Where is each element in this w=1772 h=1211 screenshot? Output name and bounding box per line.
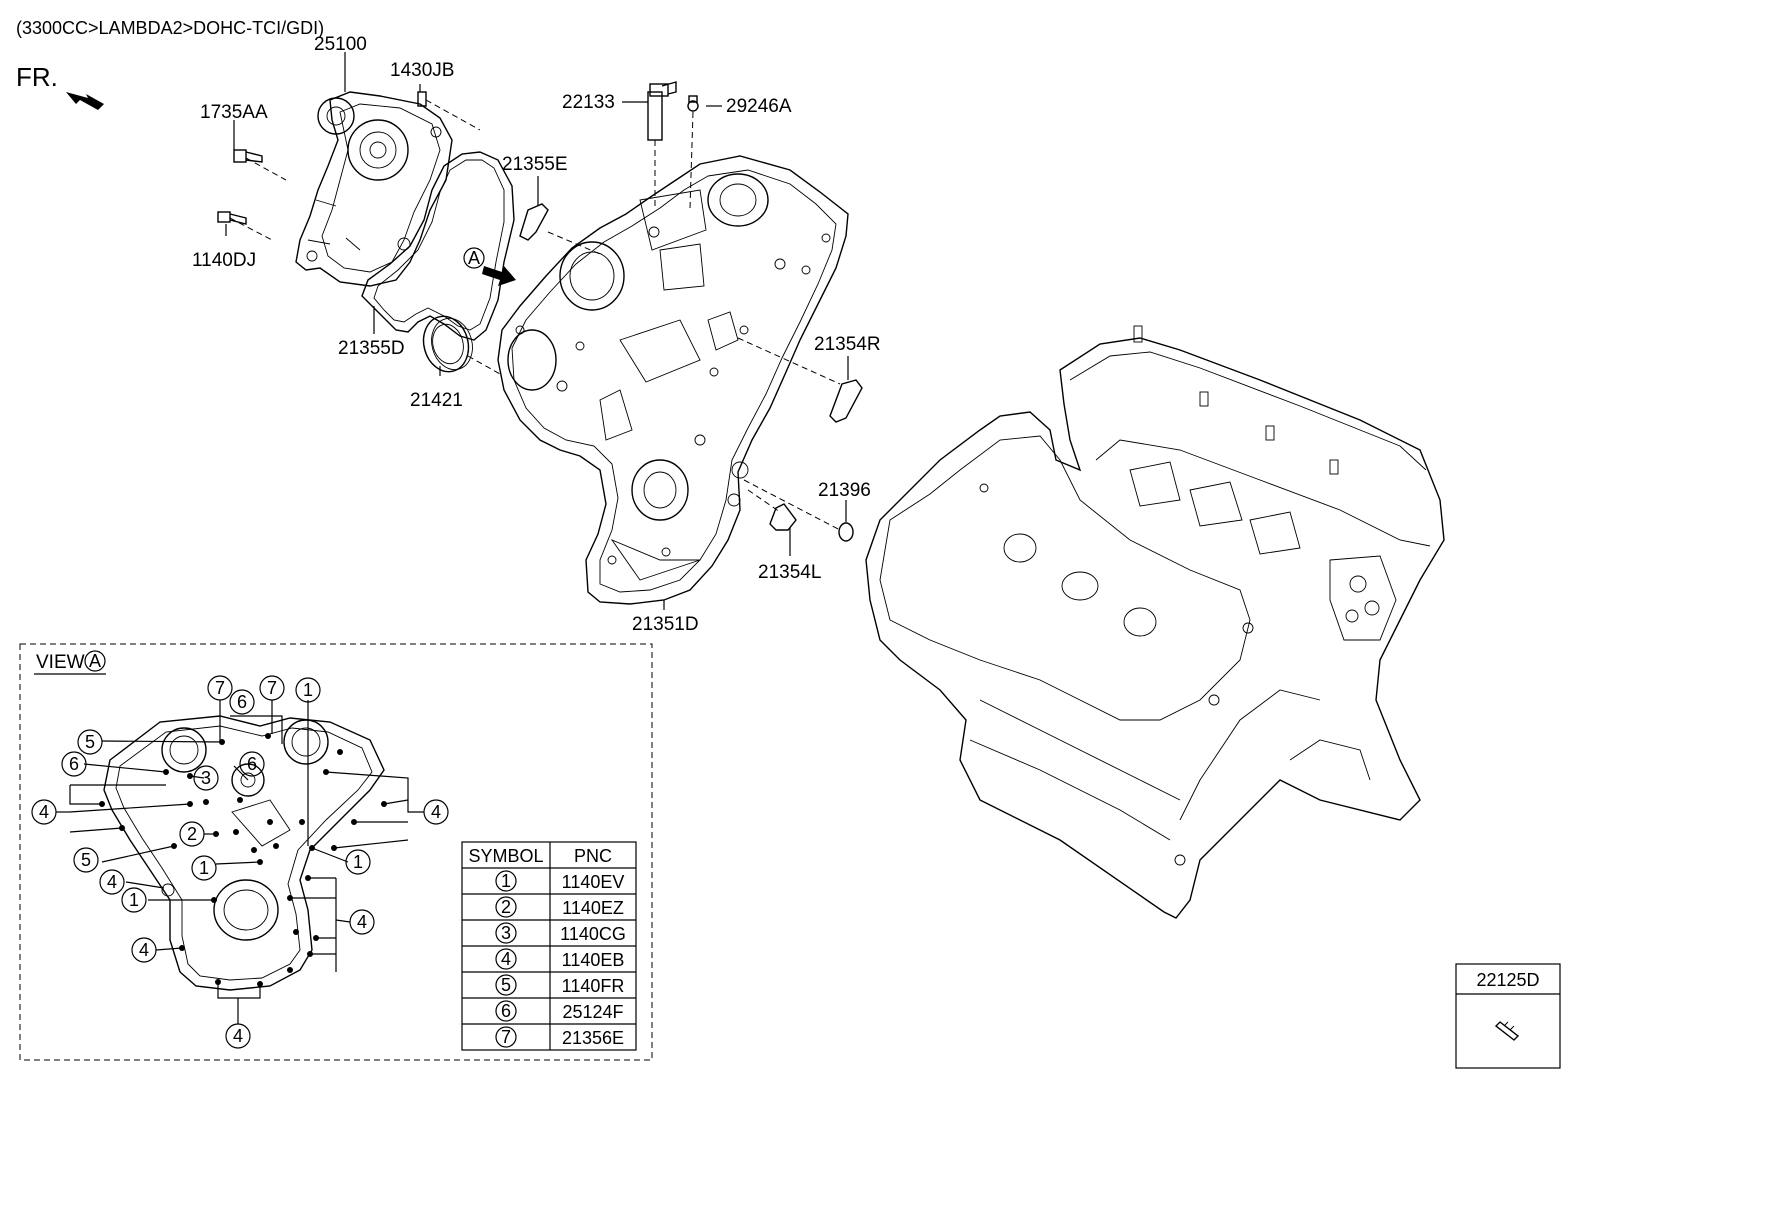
- svg-text:3: 3: [501, 923, 511, 943]
- svg-text:5: 5: [85, 732, 95, 752]
- callout-1735AA: 1735AA: [200, 102, 268, 123]
- callout-21421: 21421: [410, 390, 463, 411]
- table-row: 7 21356E: [495, 1026, 624, 1048]
- svg-text:2: 2: [501, 897, 511, 917]
- view-a-title-ref: A: [89, 651, 101, 671]
- callout-21355E: 21355E: [502, 154, 568, 175]
- svg-text:1: 1: [303, 680, 313, 700]
- svg-text:1: 1: [501, 871, 511, 891]
- table-row: 4 1140EB: [495, 948, 625, 970]
- front-marker: FR.: [16, 62, 58, 92]
- gasket-21355E-icon: [519, 203, 549, 241]
- table-header-symbol: SYMBOL: [468, 846, 543, 866]
- callout-1140DJ: 1140DJ: [192, 250, 256, 271]
- svg-text:1140FR: 1140FR: [562, 976, 625, 996]
- svg-text:1140EZ: 1140EZ: [562, 898, 624, 918]
- svg-text:21356E: 21356E: [562, 1028, 624, 1048]
- diagram-header: (3300CC>LAMBDA2>DOHC-TCI/GDI): [16, 18, 324, 38]
- inset-22125D: 22125D: [1455, 963, 1561, 1069]
- svg-text:6: 6: [501, 1001, 511, 1021]
- svg-text:1: 1: [199, 858, 209, 878]
- view-a-letter: A: [468, 248, 480, 268]
- callout-29246A: 29246A: [726, 96, 792, 117]
- svg-text:1: 1: [353, 852, 363, 872]
- water-pump-drawing: [295, 91, 453, 287]
- pnc-table: SYMBOL PNC 1 1140EV 2 1140EZ 3 1140CG 4 …: [461, 841, 637, 1051]
- front-arrow-icon: [66, 92, 104, 110]
- table-row: 6 25124F: [495, 1000, 624, 1022]
- svg-text:7: 7: [267, 678, 277, 698]
- view-a-title: VIEW: [36, 652, 85, 673]
- engine-block-drawing: [865, 325, 1445, 919]
- callout-21351D: 21351D: [632, 614, 699, 635]
- callout-21354R: 21354R: [814, 334, 881, 355]
- sensor-22133-drawing: [647, 81, 677, 141]
- svg-text:4: 4: [501, 949, 511, 969]
- svg-text:1: 1: [129, 890, 139, 910]
- svg-text:4: 4: [357, 912, 367, 932]
- oil-seal-drawing: [422, 315, 473, 373]
- oring-21396-icon: [838, 522, 854, 542]
- svg-text:2: 2: [187, 824, 197, 844]
- svg-text:1140CG: 1140CG: [560, 924, 626, 944]
- table-row: 2 1140EZ: [495, 896, 624, 918]
- svg-text:6: 6: [247, 754, 257, 774]
- view-a-panel: VIEW A: [19, 643, 653, 1061]
- gasket-21354L-icon: [769, 503, 797, 531]
- svg-text:4: 4: [233, 1026, 243, 1046]
- svg-text:5: 5: [81, 850, 91, 870]
- leader-lines: [225, 52, 849, 610]
- view-a-symbols: 7 6 7 1 5 6 3 6 4 4 2 5 1 1 4 1 4 4 4: [31, 675, 449, 1049]
- bolt-1735AA-icon: [233, 149, 263, 163]
- svg-text:7: 7: [501, 1027, 511, 1047]
- bolt-1140DJ-icon: [217, 211, 247, 225]
- svg-text:4: 4: [431, 802, 441, 822]
- callout-25100: 25100: [314, 34, 367, 55]
- svg-text:3: 3: [201, 768, 211, 788]
- table-row: 5 1140FR: [495, 974, 625, 996]
- svg-text:4: 4: [107, 872, 117, 892]
- svg-text:6: 6: [237, 692, 247, 712]
- table-row: 1 1140EV: [495, 870, 625, 892]
- svg-text:4: 4: [139, 940, 149, 960]
- callout-22133: 22133: [562, 92, 615, 113]
- dowel-pin-icon: [1494, 1021, 1520, 1041]
- plug-29246A-icon: [687, 95, 699, 112]
- table-row: 3 1140CG: [495, 922, 626, 944]
- svg-text:6: 6: [69, 754, 79, 774]
- svg-text:7: 7: [215, 678, 225, 698]
- callout-21354L: 21354L: [758, 562, 821, 583]
- inset-label: 22125D: [1476, 970, 1539, 990]
- svg-text:5: 5: [501, 975, 511, 995]
- callout-21396: 21396: [818, 480, 871, 501]
- view-a-circle: [463, 247, 485, 269]
- svg-text:4: 4: [39, 802, 49, 822]
- callout-1430JB: 1430JB: [390, 60, 454, 81]
- table-header-pnc: PNC: [574, 846, 612, 866]
- svg-text:1140EV: 1140EV: [562, 872, 625, 892]
- pin-1430JB-icon: [417, 91, 427, 107]
- callout-21355D: 21355D: [338, 338, 405, 359]
- timing-cover-drawing: [497, 155, 849, 605]
- svg-text:25124F: 25124F: [562, 1002, 623, 1022]
- view-a-arrow-icon: [482, 266, 516, 286]
- gasket-21354R-icon: [829, 379, 863, 423]
- svg-text:1140EB: 1140EB: [562, 950, 625, 970]
- pump-gasket-drawing: [361, 151, 515, 341]
